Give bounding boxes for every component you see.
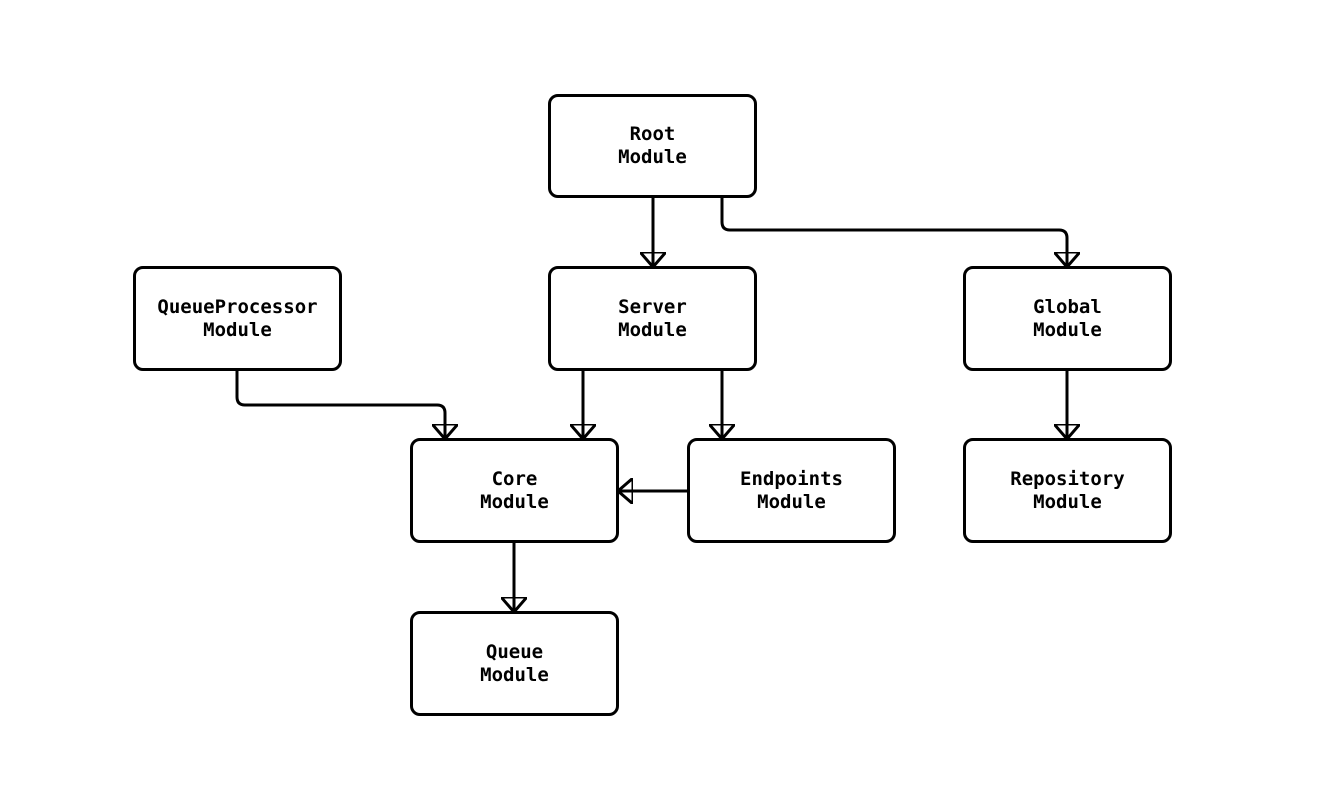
node-label: Module bbox=[480, 490, 549, 513]
node-label: Global bbox=[1033, 295, 1102, 318]
node-label: Endpoints bbox=[740, 467, 843, 490]
node-global-module: Global Module bbox=[963, 266, 1172, 371]
node-label: Server bbox=[618, 295, 687, 318]
node-label: QueueProcessor bbox=[157, 295, 318, 318]
node-label: Queue bbox=[485, 640, 544, 663]
node-root-module: Root Module bbox=[548, 94, 757, 198]
node-label: Module bbox=[618, 318, 687, 341]
node-label: Module bbox=[203, 318, 272, 341]
node-endpoints-module: Endpoints Module bbox=[687, 438, 896, 543]
node-label: Module bbox=[480, 663, 549, 686]
node-label: Repository bbox=[1010, 467, 1125, 490]
node-server-module: Server Module bbox=[548, 266, 757, 371]
node-label: Root bbox=[629, 123, 676, 145]
edge-root-to-global bbox=[720, 198, 1067, 266]
node-queue-module: Queue Module bbox=[410, 611, 619, 716]
node-label: Core bbox=[491, 467, 538, 490]
node-core-module: Core Module bbox=[410, 438, 619, 543]
node-repository-module: Repository Module bbox=[963, 438, 1172, 543]
edge-queueprocessor-to-core bbox=[235, 371, 445, 438]
node-label: Module bbox=[1033, 490, 1102, 513]
node-queueprocessor-module: QueueProcessor Module bbox=[133, 266, 342, 371]
node-label: Module bbox=[757, 490, 826, 513]
node-label: Module bbox=[618, 146, 687, 168]
node-label: Module bbox=[1033, 318, 1102, 341]
